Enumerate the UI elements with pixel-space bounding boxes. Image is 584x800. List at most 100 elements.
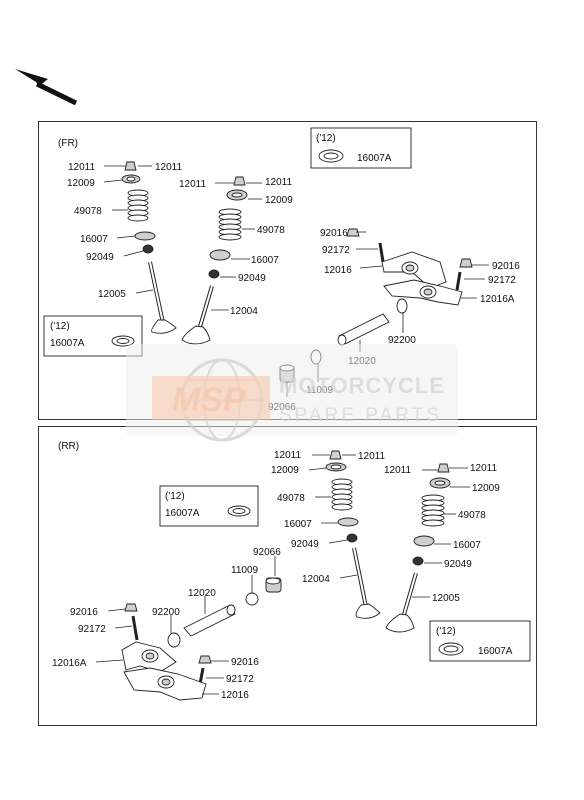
section-label-fr: (FR) [58, 138, 78, 149]
spring-icon [127, 189, 149, 222]
part-label: 92016 [70, 607, 98, 618]
shim-hole-icon [443, 645, 459, 653]
part-label: 12009 [67, 178, 95, 189]
part-label: 12009 [265, 195, 293, 206]
part-label: 92172 [226, 674, 254, 685]
valve-head-icon [181, 325, 211, 345]
part-label: 92016 [231, 657, 259, 668]
part-label: 92049 [291, 539, 319, 550]
plug-icon [265, 577, 282, 593]
part-label: 92200 [388, 335, 416, 346]
nut-icon [459, 258, 473, 268]
watermark-logo: MSP [172, 381, 246, 419]
part-label: 12011 [470, 463, 498, 474]
shim-hole-icon [232, 508, 246, 514]
part-label: 49078 [277, 493, 305, 504]
part-label: 12011 [68, 162, 96, 173]
option-part: 16007A [478, 646, 513, 657]
spring-seat-icon [337, 517, 359, 527]
stem-seal-icon [412, 556, 424, 566]
part-label: 12005 [98, 289, 126, 300]
part-label: 12011 [384, 465, 412, 476]
spring-icon [421, 494, 445, 527]
part-label: 12004 [230, 306, 258, 317]
stem-seal-icon [142, 244, 154, 254]
washer-icon [396, 298, 408, 314]
rocker-arm-fr-12016A [383, 258, 473, 306]
part-label: 12011 [274, 450, 302, 461]
part-label: 92172 [488, 275, 516, 286]
nut-icon [346, 228, 360, 237]
part-label: 16007 [80, 234, 108, 245]
watermark: MSP MOTORCYCLE SPARE PARTS [126, 344, 458, 442]
nut-icon [198, 655, 212, 664]
part-label: 12011 [179, 179, 207, 190]
valve-head-icon [385, 613, 415, 633]
part-label: 16007 [251, 255, 279, 266]
cotter-icon [437, 463, 450, 473]
part-label: 12020 [188, 588, 216, 599]
part-label: 49078 [458, 510, 486, 521]
part-label: 49078 [257, 225, 285, 236]
part-label: 12009 [271, 465, 299, 476]
rocker-arm-fr-12016 [346, 228, 447, 289]
cotter-icon [124, 161, 137, 171]
part-label: 16007 [284, 519, 312, 530]
stem-seal-icon [346, 533, 358, 543]
part-label: 12016A [52, 658, 87, 669]
spring-seat-icon [209, 249, 231, 261]
part-label: 92049 [86, 252, 114, 263]
part-label: 11009 [231, 565, 259, 576]
part-label: 92172 [78, 624, 106, 635]
option-code: ('12) [436, 626, 456, 637]
part-label: 92066 [253, 547, 281, 558]
part-label: 49078 [74, 206, 102, 217]
option-code: ('12) [165, 491, 185, 502]
nut-icon [124, 603, 138, 612]
valve-stack-fr-middle [181, 176, 248, 345]
part-label: 12016 [324, 265, 352, 276]
part-label: 92016 [320, 228, 348, 239]
washer-icon [167, 632, 181, 648]
rocker-shaft-icon [337, 313, 390, 346]
part-label: 92200 [152, 607, 180, 618]
spring-seat-icon [134, 231, 156, 241]
part-label: 12011 [358, 451, 386, 462]
part-label: 12005 [432, 593, 460, 604]
panel-rear [38, 426, 537, 726]
watermark-line2: SPARE PARTS [279, 405, 442, 426]
rocker-arm-rr-12016A [121, 603, 177, 673]
cotter-icon [329, 450, 342, 460]
part-label: 92049 [444, 559, 472, 570]
part-label: 12009 [472, 483, 500, 494]
rocker-arm-rr-12016 [123, 655, 212, 701]
part-label: 12011 [265, 177, 293, 188]
watermark-line1: MOTORCYCLE [279, 373, 445, 398]
valve-head-icon [151, 319, 177, 334]
valve-stack-rr-middle [325, 450, 381, 619]
option-part: 16007A [165, 508, 200, 519]
stem-seal-icon [208, 269, 220, 279]
part-label: 16007 [453, 540, 481, 551]
direction-arrow-icon [15, 69, 78, 106]
spring-icon [218, 208, 242, 241]
o-ring-icon [245, 592, 259, 606]
part-label: 12016 [221, 690, 249, 701]
option-part: 16007A [50, 338, 85, 349]
shim-hole-icon [323, 152, 339, 160]
valve-head-icon [355, 603, 381, 619]
valve-stack-rr-right [385, 463, 451, 633]
option-code: ('12) [316, 133, 336, 144]
shim-hole-icon [116, 338, 130, 344]
part-label: 12011 [155, 162, 183, 173]
option-part: 16007A [357, 153, 392, 164]
part-label: 92016 [492, 261, 520, 272]
rocker-shaft-icon [183, 604, 236, 637]
part-label: 12004 [302, 574, 330, 585]
section-label-rr: (RR) [58, 441, 79, 452]
spring-seat-icon [413, 535, 435, 547]
part-label: 92172 [322, 245, 350, 256]
valve-stack-fr-left [121, 161, 177, 334]
